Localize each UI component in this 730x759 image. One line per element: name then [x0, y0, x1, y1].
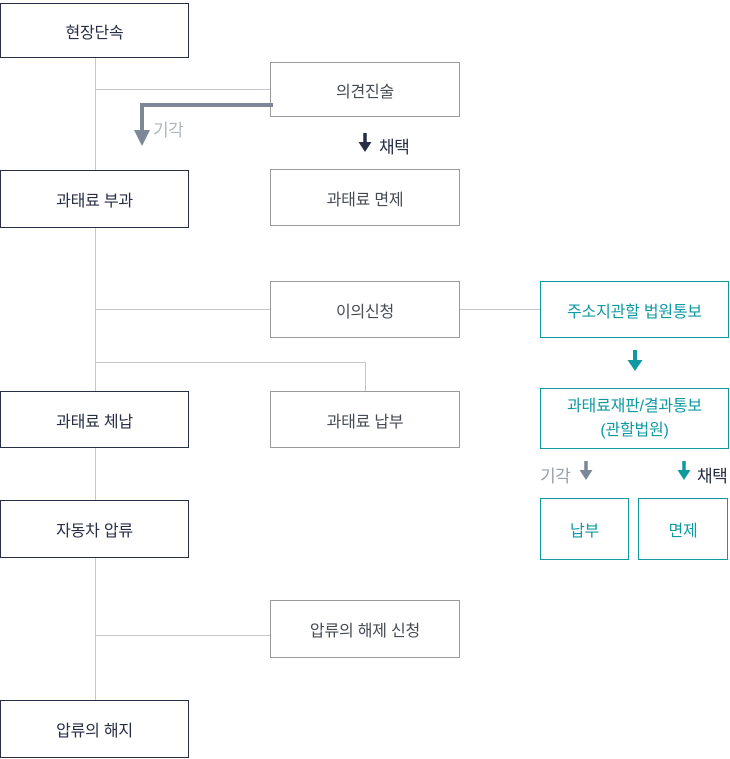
connector-crackdown-to-imposition: [95, 58, 96, 170]
box-seizure-termination: 압류의 해지: [0, 700, 189, 758]
box-fine-trial: 과태료재판/결과통보 (관할법원): [540, 388, 729, 449]
reject-top-label: 기각: [153, 121, 184, 140]
box-fine-exemption-label: 과태료 면제: [326, 191, 404, 209]
box-fine-trial-line2: (관할법원): [600, 421, 669, 439]
box-opinion-statement-label: 의견진술: [335, 83, 395, 101]
box-fine-imposition-label: 과태료 부과: [56, 193, 133, 210]
connector-arrears-to-seizure: [95, 448, 96, 500]
box-vehicle-seizure: 자동차 압류: [0, 500, 189, 558]
box-objection: 이의신청: [270, 281, 460, 338]
box-fine-imposition: 과태료 부과: [0, 170, 189, 228]
box-fine-arrears-label: 과태료 체납: [56, 413, 133, 431]
connector-to-fine-payment-h: [95, 362, 365, 363]
box-payment: 납부: [540, 498, 629, 560]
box-fine-payment-label: 과태료 납부: [326, 413, 404, 431]
box-court-notification-label: 주소지관할 법원통보: [567, 303, 702, 321]
box-exemption: 면제: [638, 498, 728, 560]
adopt-top-label: 채택: [379, 138, 410, 157]
court-flow-arrow-down-icon: [627, 350, 643, 371]
connector-to-objection: [95, 309, 270, 310]
connector-to-release-request: [95, 635, 270, 636]
box-vehicle-seizure-label: 자동차 압류: [56, 523, 133, 540]
box-objection-label: 이의신청: [335, 303, 395, 321]
connector-to-fine-payment-v: [365, 362, 366, 391]
box-fine-arrears: 과태료 체납: [0, 391, 189, 448]
box-payment-label: 납부: [569, 523, 600, 540]
box-fine-trial-line1: 과태료재판/결과통보: [567, 397, 702, 415]
connector-to-opinion-statement: [95, 89, 270, 90]
box-fine-exemption: 과태료 면제: [270, 169, 460, 226]
adopt-top-arrow-down-icon: [358, 133, 372, 152]
reject-bottom-label: 기각: [540, 467, 571, 486]
box-exemption-label: 면제: [668, 523, 698, 540]
box-field-crackdown: 현장단속: [0, 3, 189, 58]
box-opinion-statement: 의견진술: [270, 62, 460, 117]
box-seizure-release-request-label: 압류의 해제 신청: [309, 623, 421, 640]
connector-objection-to-court: [460, 309, 540, 310]
connector-seizure-to-termination: [95, 558, 96, 700]
box-seizure-release-request: 압류의 해제 신청: [270, 600, 460, 658]
reject-bottom-arrow-down-icon: [579, 461, 593, 480]
adopt-bottom-label: 채택: [697, 467, 728, 486]
box-seizure-termination-label: 압류의 해지: [56, 723, 133, 740]
reject-elbow-arrow-icon: [134, 103, 273, 146]
box-fine-trial-label: 과태료재판/결과통보 (관할법원): [567, 395, 702, 443]
box-field-crackdown-label: 현장단속: [65, 24, 124, 42]
adopt-bottom-arrow-down-icon: [677, 461, 691, 480]
box-fine-payment: 과태료 납부: [270, 391, 460, 448]
box-court-notification: 주소지관할 법원통보: [540, 281, 729, 338]
